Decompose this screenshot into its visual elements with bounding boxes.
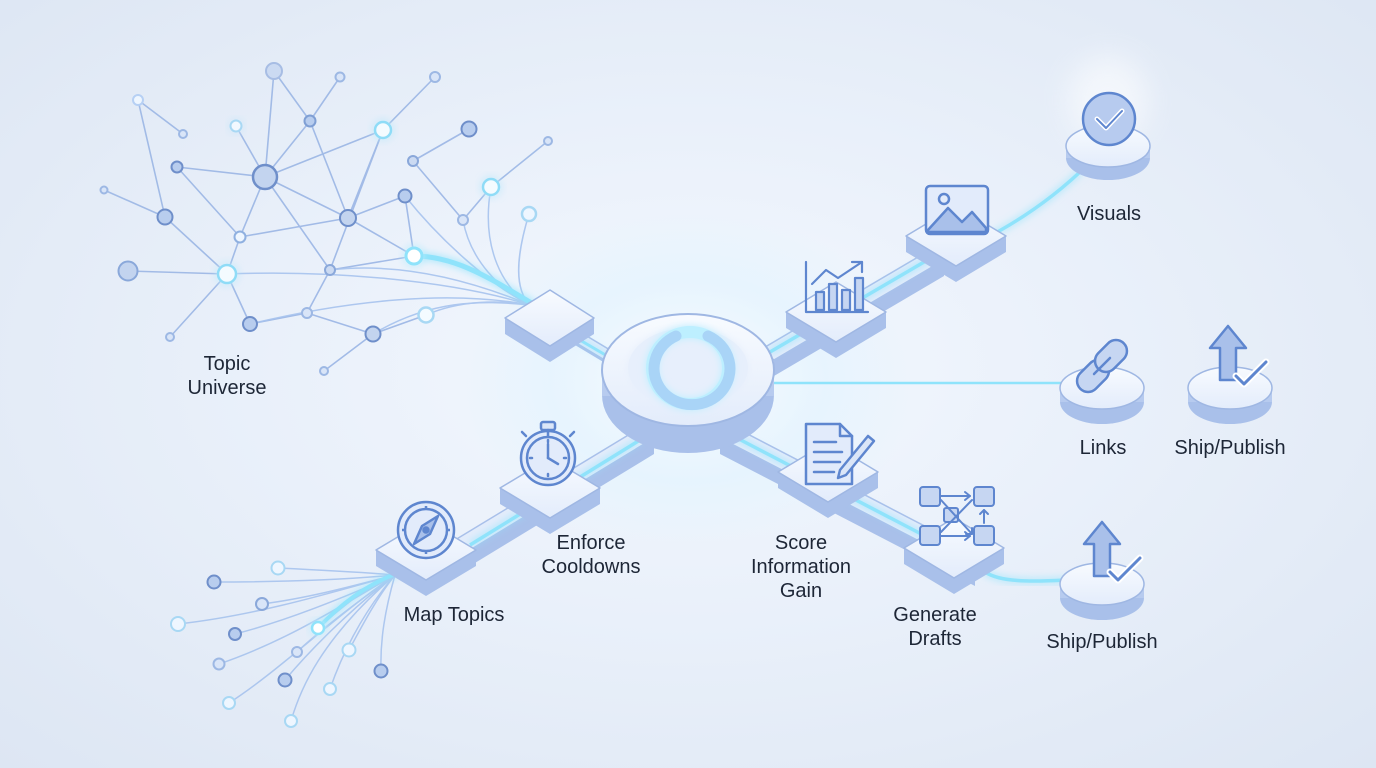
flow-grid-icon — [919, 486, 995, 546]
visuals-node — [1065, 56, 1151, 180]
links-node — [1059, 338, 1145, 424]
label-score-information-gain: Score Information Gain — [750, 532, 852, 602]
map-topics-glow-fiber — [316, 570, 401, 630]
check-circle-icon — [1081, 91, 1137, 147]
score-tile — [777, 422, 879, 518]
topic-nodes — [99, 62, 553, 376]
map-topics-tile — [375, 500, 477, 596]
topic-fibers — [226, 186, 531, 335]
chart-tile — [785, 260, 887, 358]
compass-icon — [396, 500, 456, 560]
input-tile — [504, 289, 595, 362]
bar-chart-icon — [804, 260, 870, 314]
label-ship-publish-bottom: Ship/Publish — [1046, 631, 1158, 653]
label-ship-publish-right: Ship/Publish — [1174, 437, 1286, 459]
upload-check-icon — [1208, 324, 1270, 388]
ring-icon — [646, 326, 736, 411]
label-map-topics: Map Topics — [403, 604, 505, 626]
label-visuals: Visuals — [1076, 203, 1142, 225]
ship-publish-bottom-node — [1059, 520, 1145, 620]
drafts-tile — [903, 486, 1005, 594]
image-icon — [924, 184, 990, 236]
topic-glow-fiber — [413, 253, 537, 308]
upload-check-icon — [1082, 520, 1144, 584]
ship-publish-right-node — [1187, 324, 1273, 424]
map-topics-nodes — [170, 560, 389, 728]
link-icon — [1075, 338, 1129, 394]
label-generate-drafts: Generate Drafts — [893, 604, 977, 650]
label-topic-universe: Topic Universe — [187, 353, 267, 399]
visuals-image-tile — [905, 184, 1007, 282]
label-enforce-cooldowns: Enforce Cooldowns — [541, 532, 641, 578]
connector-lines — [767, 170, 1197, 583]
hub-node — [601, 313, 775, 453]
label-links: Links — [1079, 437, 1127, 459]
cooldown-tile — [499, 420, 601, 534]
stopwatch-icon — [519, 420, 577, 487]
document-edit-icon — [804, 422, 876, 486]
